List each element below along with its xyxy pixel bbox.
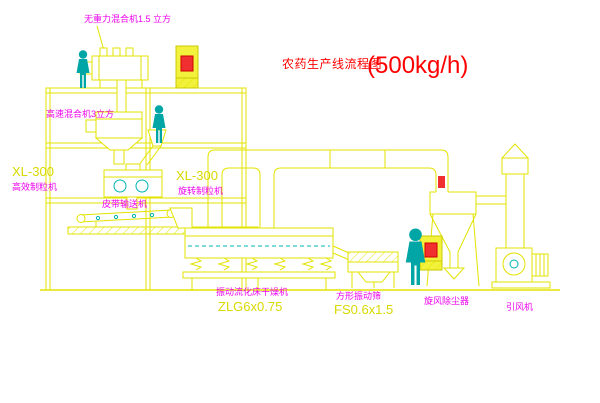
vibrating-sieve (347, 251, 399, 288)
cyclone-outlet-pipe (476, 195, 506, 205)
fan-base (491, 281, 551, 289)
label-granulator-right-model: XL-300 (176, 168, 218, 183)
spring (273, 257, 287, 271)
mixer-side-motor (85, 119, 97, 133)
induced-draft-fan (491, 247, 551, 289)
sieve-discharge-cone (356, 271, 392, 283)
label-granulator-left-name: 高效制粒机 (12, 181, 57, 192)
title-capacity: (500kg/h) (367, 52, 468, 79)
drawing-title: 农药生产线流程图 (500kg/h) (282, 52, 468, 79)
rain-cap (500, 143, 530, 159)
label-sieve-model: FS0.6x1.5 (334, 302, 393, 317)
label-top-mixer: 无重力混合机1.5 立方 (84, 13, 171, 24)
cabinet-indicator (180, 55, 194, 72)
duct-damper-marker (438, 176, 445, 188)
granulator (103, 163, 163, 210)
control-cabinet-top (175, 45, 199, 89)
conveyor-pulley (76, 214, 86, 223)
cabinet-indicator (424, 242, 438, 258)
dryer-feed-hopper (169, 207, 193, 229)
label-dryer-model: ZLG6x0.75 (218, 299, 282, 314)
sieve-screen-hatch (347, 251, 399, 263)
label-granulator-left-model: XL-300 (12, 164, 54, 179)
high-speed-mixer (85, 111, 167, 166)
label-belt-conveyor: 皮带输送机 (102, 198, 147, 209)
label-dryer-name: 振动流化床干燥机 (216, 286, 288, 297)
spring (319, 257, 333, 271)
label-granulator-right-name: 旋转制粒机 (178, 185, 223, 196)
conveyor-roller (113, 214, 119, 220)
granulator-roller (135, 179, 149, 193)
label-cyclone: 旋风除尘器 (424, 295, 469, 306)
cyclone-leg (472, 213, 480, 287)
worker-top-floor (76, 50, 90, 88)
gravity-mixer (79, 25, 149, 113)
spring (189, 257, 203, 271)
conveyor-roller (95, 215, 101, 221)
conveyor-roller (131, 213, 137, 219)
fluid-bed-dryer (182, 227, 357, 290)
dryer-base-frame (182, 271, 336, 279)
granulator-roller (113, 179, 127, 193)
label-fan: 引风机 (506, 301, 533, 312)
label-sieve-name: 方形振动筛 (336, 290, 381, 301)
belt-conveyor (76, 209, 176, 227)
exhaust-stack (500, 143, 530, 249)
cyclone-discharge-cone (442, 267, 466, 280)
exhaust-duct (207, 149, 449, 228)
spring (217, 257, 231, 271)
conveyor-roller (149, 212, 155, 218)
spring (301, 257, 315, 271)
control-cabinet-right (419, 235, 443, 271)
label-high-speed-mixer: 高速混合机3立方 (46, 108, 114, 119)
equipment-labels: 无重力混合机1.5 立方 高速混合机3立方 XL-300 高效制粒机 XL-30… (12, 13, 533, 317)
discharge-pipe (116, 79, 127, 113)
title-text: 农药生产线流程图 (282, 56, 382, 71)
spring (245, 257, 259, 271)
